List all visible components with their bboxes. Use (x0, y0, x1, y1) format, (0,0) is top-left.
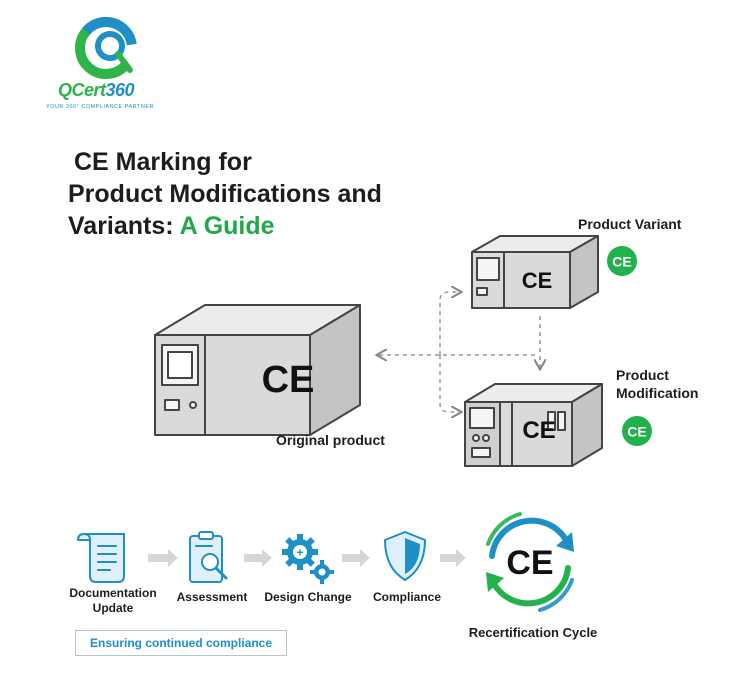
variant-ce-badge: CE (607, 246, 637, 276)
product-variant-label: Product Variant (578, 216, 682, 232)
svg-text:+: + (296, 546, 303, 560)
step-documentation-line-2: Update (92, 601, 134, 615)
company-logo: QCert360 YOUR 360° COMPLIANCE PARTNER (40, 14, 180, 118)
original-product-label: Original product (276, 432, 385, 448)
logo-tagline: YOUR 360° COMPLIANCE PARTNER (46, 104, 154, 110)
variant-product-box (471, 235, 599, 309)
ce-badge-icon: CE (612, 254, 631, 270)
title-line-3: Variants: (68, 212, 180, 240)
step-design-change-label: Design Change (264, 590, 352, 604)
cycle-ce-mark: CE (506, 544, 553, 582)
title-accent: A Guide (179, 212, 275, 240)
clipboard-magnifier-icon (189, 531, 228, 583)
ensuring-compliance-box: Ensuring continued compliance (75, 630, 287, 656)
title-line-2: Product Modifications and (68, 180, 382, 208)
step-documentation-line-1: Documentation (69, 586, 157, 600)
step-compliance-label: Compliance (372, 590, 441, 604)
recertification-cycle-label: Recertification Cycle (468, 625, 598, 640)
gears-icon: + (282, 534, 334, 584)
modification-ce-mark: CE (522, 417, 555, 444)
page-title: CE Marking for Product Modifications and… (68, 146, 382, 242)
recertification-cycle-icon (486, 512, 574, 612)
logo-mark-icon (75, 17, 137, 79)
modification-label-line-1: Product (616, 367, 669, 383)
dashed-connectors (378, 292, 540, 412)
modification-badge-text: CE (627, 424, 646, 440)
title-line-1: CE Marking for (74, 148, 252, 176)
flow-arrow-2 (244, 549, 272, 567)
process-flow: + CE (77, 512, 574, 612)
modification-ce-badge: CE (622, 416, 652, 446)
step-documentation-label: Documentation Update (58, 586, 168, 616)
logo-brand-text: QCert360 (58, 80, 135, 100)
variant-badge-text: CE (612, 254, 631, 270)
modification-label-line-2: Modification (616, 385, 699, 401)
product-modification-label: Product Modification (616, 366, 698, 402)
product-diagram: CE CE CE (154, 235, 603, 467)
shield-icon (384, 531, 426, 581)
original-ce-mark: CE (262, 359, 315, 401)
step-assessment-label: Assessment (176, 590, 248, 604)
original-product-box (154, 304, 361, 436)
flow-arrow-4 (440, 549, 466, 567)
document-scroll-icon (77, 533, 125, 583)
modification-product-box (464, 383, 603, 467)
ce-badge-icon: CE (627, 424, 646, 440)
flow-arrow-1 (148, 549, 178, 567)
flow-arrow-3 (342, 549, 370, 567)
variant-ce-mark: CE (522, 268, 553, 293)
